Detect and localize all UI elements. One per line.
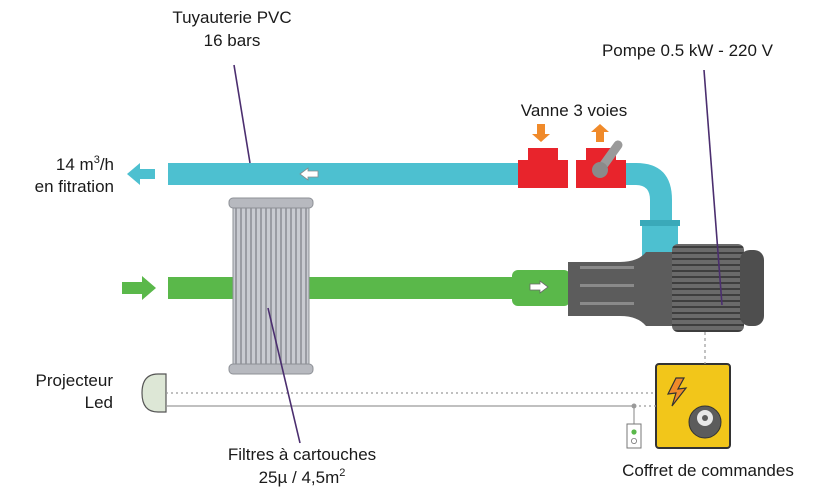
pipe-title-line2: 16 bars — [204, 31, 261, 50]
return-pipe-elbow — [626, 163, 672, 225]
pump-label: Pompe 0.5 kW - 220 V — [602, 41, 774, 60]
flow-rate-value: 14 m — [56, 155, 94, 174]
pipe-title-line1: Tuyauterie PVC — [172, 8, 291, 27]
return-pipe-segment — [168, 163, 518, 185]
control-box — [655, 363, 731, 449]
valve-label: Vanne 3 voies — [521, 101, 627, 120]
supply-pipe-segment — [168, 277, 518, 299]
lightning-icon — [666, 377, 688, 407]
wiring — [166, 332, 706, 449]
projector-label-line2: Led — [85, 393, 113, 412]
arrow-right-icon — [122, 276, 156, 300]
pump-motor-cap — [740, 250, 764, 326]
flow-rate-unit: /h — [100, 155, 114, 174]
flow-rate-caption: en fitration — [35, 177, 114, 196]
arrow-left-icon — [127, 163, 155, 185]
flow-rate-superscript: 3 — [94, 154, 100, 166]
switch-icon — [626, 423, 642, 449]
arrow-down-icon — [532, 124, 550, 142]
supply-pipe — [122, 270, 570, 306]
three-way-valve — [518, 124, 626, 188]
leader-lines — [233, 64, 723, 444]
arrow-up-icon — [591, 124, 609, 142]
filter-label-line2: 25µ / 4,5m2 — [259, 467, 346, 487]
flow-rate-label: 14 m3/h — [56, 154, 114, 174]
filter-spec-superscript: 2 — [339, 467, 345, 479]
control-box-label: Coffret de commandes — [622, 461, 794, 480]
filter-spec: 25µ / 4,5m — [259, 468, 340, 487]
valve-body-left — [518, 160, 568, 188]
filter-top-cap — [228, 197, 314, 209]
filter-label-line1: Filtres à cartouches — [228, 445, 376, 464]
cartridge-filter — [228, 197, 314, 375]
pump — [568, 244, 764, 332]
filter-bottom-cap — [228, 363, 314, 375]
projector-label-line1: Projecteur — [36, 371, 114, 390]
arrow-right-icon — [529, 280, 549, 294]
pump-motor — [672, 244, 744, 332]
arrow-left-icon — [299, 167, 319, 181]
return-pipe — [127, 163, 680, 258]
pump-housing — [568, 252, 700, 326]
projector-lamp-icon — [141, 373, 167, 413]
